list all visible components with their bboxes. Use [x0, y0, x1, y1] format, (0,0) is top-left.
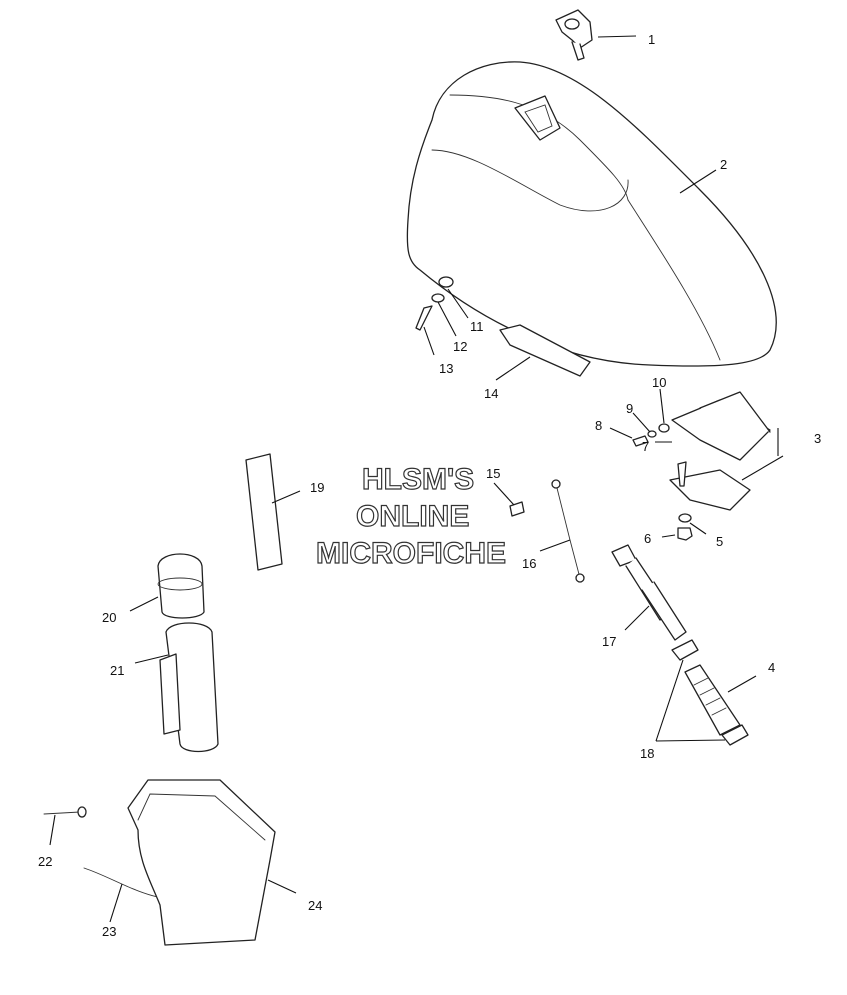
watermark-line-3: MICROFICHE: [316, 537, 506, 570]
callout-22: 22: [38, 854, 52, 869]
part-22-rivet: [43, 806, 87, 818]
leader-lines: [49, 35, 784, 923]
part-24-storage-bin: [127, 779, 276, 946]
callout-3: 3: [814, 431, 821, 446]
callout-21: 21: [110, 663, 124, 678]
watermark: HLSM'S ONLINE MICROFICHE: [315, 462, 506, 570]
callout-6: 6: [644, 531, 651, 546]
part-1-latch: [555, 9, 593, 61]
callout-4: 4: [768, 660, 775, 675]
callout-2: 2: [720, 157, 727, 172]
part-5-washer: [678, 513, 692, 523]
callout-23: 23: [102, 924, 116, 939]
callout-16: 16: [522, 556, 536, 571]
part-15-clip: [509, 501, 525, 517]
part-11-grommet: [438, 276, 454, 288]
part-4-boot: [684, 664, 741, 736]
callout-14: 14: [484, 386, 498, 401]
callout-8: 8: [595, 418, 602, 433]
watermark-line-1: HLSM'S: [362, 463, 474, 496]
part-7-screw: [677, 461, 687, 487]
part-9-lockwasher: [647, 430, 657, 438]
callout-13: 13: [439, 361, 453, 376]
part-18-wing-screw-upper: [671, 639, 699, 661]
part-10-washer: [658, 423, 670, 433]
part-19-plate: [245, 453, 283, 571]
part-6-nut: [677, 527, 693, 541]
part-17-gas-strut: [611, 544, 687, 641]
callout-11: 11: [470, 319, 484, 334]
part-3-bracket: [669, 391, 771, 511]
part-16-cable: [551, 479, 585, 583]
callout-18: 18: [640, 746, 654, 761]
callout-24: 24: [308, 898, 322, 913]
part-20-filter-cap: [157, 553, 205, 619]
callout-1: 1: [648, 32, 655, 47]
part-14-handle: [499, 324, 591, 377]
callout-15: 15: [486, 466, 500, 481]
callout-9: 9: [626, 401, 633, 416]
callout-17: 17: [602, 634, 616, 649]
part-21-intake-tube: [159, 622, 219, 753]
part-8-screw: [632, 435, 649, 447]
callout-7: 7: [642, 439, 649, 454]
part-2-hood: [406, 61, 777, 367]
callout-10: 10: [652, 375, 666, 390]
callout-5: 5: [716, 534, 723, 549]
part-18-wing-screw-lower: [721, 724, 749, 746]
part-12-washer: [431, 293, 445, 303]
part-13-screw: [415, 305, 433, 331]
callout-19: 19: [310, 480, 324, 495]
watermark-line-2: ONLINE: [356, 500, 469, 533]
callout-20: 20: [102, 610, 116, 625]
callout-labels: 1 2 3 4 5 6 7 8 9 10 11 12 13 14 15 16 1…: [38, 32, 821, 939]
callout-12: 12: [453, 339, 467, 354]
